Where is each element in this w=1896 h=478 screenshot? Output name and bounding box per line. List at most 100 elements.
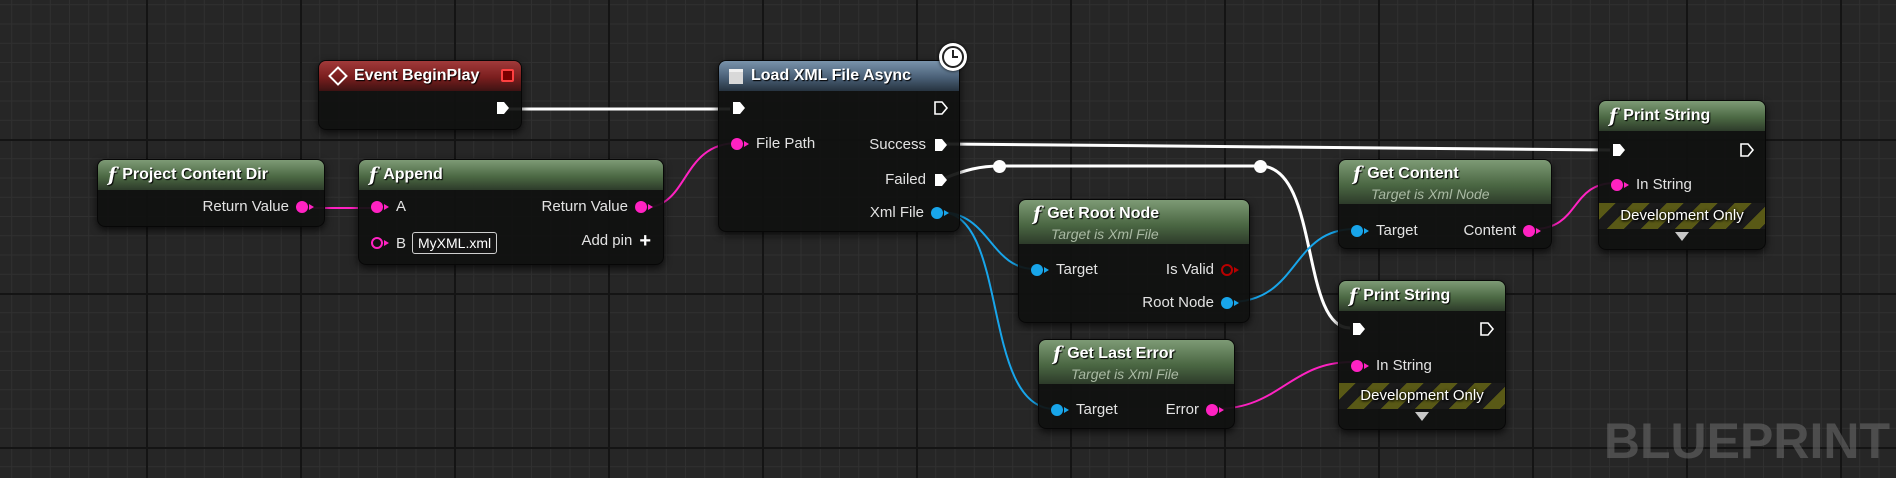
pin-arrow-icon: [384, 240, 389, 246]
pin-label: File Path: [756, 135, 816, 152]
object-wire-xmlfile-lasterror[interactable]: [939, 211, 1056, 410]
node-load-xml-file-async[interactable]: Load XML File Async File Path Success Fa…: [718, 60, 960, 232]
node-header[interactable]: f Append: [359, 160, 663, 190]
node-title: Get Content: [1367, 164, 1459, 182]
target-pin[interactable]: Target: [1051, 401, 1125, 418]
pin-label: Return Value: [202, 198, 289, 215]
exec-filled-icon: [1353, 323, 1365, 335]
success-exec-pin[interactable]: Success: [862, 136, 949, 153]
pin-label: Content: [1463, 222, 1516, 239]
node-title: Project Content Dir: [122, 166, 268, 183]
in-string-pin[interactable]: In String: [1611, 176, 1699, 193]
target-pin[interactable]: Target: [1351, 222, 1425, 239]
function-icon: f: [369, 164, 378, 186]
file-path-pin[interactable]: File Path: [731, 135, 822, 152]
bool-pin-ring[interactable]: [1221, 263, 1233, 276]
input-b-pin[interactable]: B MyXML.xml: [371, 232, 498, 254]
pin-label: Success: [869, 136, 926, 153]
exec-out-pin[interactable]: [933, 100, 949, 116]
pin-arrow-icon: [1364, 227, 1369, 234]
string-pin-dot[interactable]: [1206, 403, 1218, 416]
object-pin-dot[interactable]: [1221, 296, 1233, 309]
pin-arrow-icon: [1364, 362, 1369, 369]
pin-label: Return Value: [541, 198, 628, 215]
exec-filled-icon: [1613, 144, 1625, 156]
async-node-icon: [729, 68, 743, 84]
pin-arrow-icon: [309, 203, 314, 210]
reroute-knot-left[interactable]: [993, 160, 1006, 173]
node-print-string-bottom[interactable]: f Print String In String Development Onl…: [1338, 280, 1506, 430]
is-valid-pin[interactable]: Is Valid: [1159, 261, 1239, 278]
node-event-beginplay[interactable]: Event BeginPlay: [318, 60, 522, 130]
object-pin-dot[interactable]: [1051, 403, 1063, 416]
string-pin-dot[interactable]: [1351, 359, 1363, 372]
string-wire-error-print[interactable]: [1214, 361, 1353, 410]
expand-chevron-icon[interactable]: [1415, 412, 1429, 421]
reroute-knot-right[interactable]: [1254, 160, 1267, 173]
node-header[interactable]: f Print String: [1599, 101, 1765, 131]
content-pin[interactable]: Content: [1456, 222, 1541, 239]
string-pin-dot[interactable]: [1611, 178, 1623, 191]
add-pin-button[interactable]: Add pin +: [574, 231, 651, 251]
pin-label: Target: [1076, 401, 1118, 418]
node-header[interactable]: f Project Content Dir: [98, 160, 324, 190]
expand-chevron-icon[interactable]: [1675, 232, 1689, 241]
node-title: Append: [383, 166, 443, 183]
exec-wire-success-print[interactable]: [944, 142, 1611, 152]
b-value-input[interactable]: MyXML.xml: [412, 232, 498, 254]
pin-arrow-icon: [384, 203, 389, 210]
object-pin-dot[interactable]: [931, 206, 943, 219]
development-only-banner: Development Only: [1599, 203, 1765, 229]
string-pin-dot[interactable]: [731, 137, 743, 150]
root-node-pin[interactable]: Root Node: [1135, 294, 1239, 311]
exec-outline-icon: [1740, 143, 1755, 157]
node-header[interactable]: Load XML File Async: [719, 61, 959, 91]
string-pin-dot[interactable]: [635, 200, 647, 213]
node-append[interactable]: f Append A B MyXML.xml Return Value Add …: [358, 159, 664, 265]
function-icon: f: [1353, 162, 1362, 185]
error-pin[interactable]: Error: [1159, 401, 1224, 418]
xml-file-pin[interactable]: Xml File: [863, 204, 949, 221]
pin-label: Error: [1165, 401, 1199, 418]
node-header[interactable]: f Print String: [1339, 281, 1505, 311]
exec-out-pin[interactable]: [1739, 142, 1755, 158]
exec-in-pin[interactable]: [1611, 142, 1627, 158]
return-value-pin[interactable]: Return Value: [535, 198, 653, 215]
input-a-pin[interactable]: A: [371, 198, 413, 215]
exec-in-pin[interactable]: [731, 100, 747, 116]
pin-arrow-icon: [744, 140, 749, 147]
pin-arrow-icon: [1536, 227, 1541, 234]
return-value-pin[interactable]: Return Value: [196, 198, 314, 215]
exec-out-pin[interactable]: [495, 100, 511, 116]
string-pin-dot[interactable]: [296, 200, 308, 213]
exec-out-pin[interactable]: [1479, 321, 1495, 337]
node-header[interactable]: Event BeginPlay: [319, 61, 521, 91]
string-pin-dot[interactable]: [371, 200, 383, 213]
exec-in-pin[interactable]: [1351, 321, 1367, 337]
object-wire-rootnode-content[interactable]: [1229, 228, 1356, 303]
exec-wire-failed-print[interactable]: [944, 164, 1351, 330]
pin-arrow-icon: [1234, 299, 1239, 306]
node-project-content-dir[interactable]: f Project Content Dir Return Value: [97, 159, 325, 227]
failed-exec-pin[interactable]: Failed: [878, 171, 949, 188]
string-pin-ring[interactable]: [371, 237, 383, 249]
node-print-string-top[interactable]: f Print String In String Development Onl…: [1598, 100, 1766, 250]
stop-square-icon: [501, 69, 514, 82]
string-pin-dot[interactable]: [1523, 224, 1535, 237]
add-pin-label: Add pin: [581, 232, 633, 249]
in-string-pin[interactable]: In String: [1351, 357, 1439, 374]
object-pin-dot[interactable]: [1031, 263, 1043, 276]
function-icon: f: [1609, 105, 1618, 127]
pin-label: Root Node: [1142, 294, 1214, 311]
event-diamond-icon: [328, 66, 348, 86]
object-pin-dot[interactable]: [1351, 224, 1363, 237]
target-pin[interactable]: Target: [1031, 261, 1105, 278]
pin-arrow-icon: [1234, 266, 1239, 273]
